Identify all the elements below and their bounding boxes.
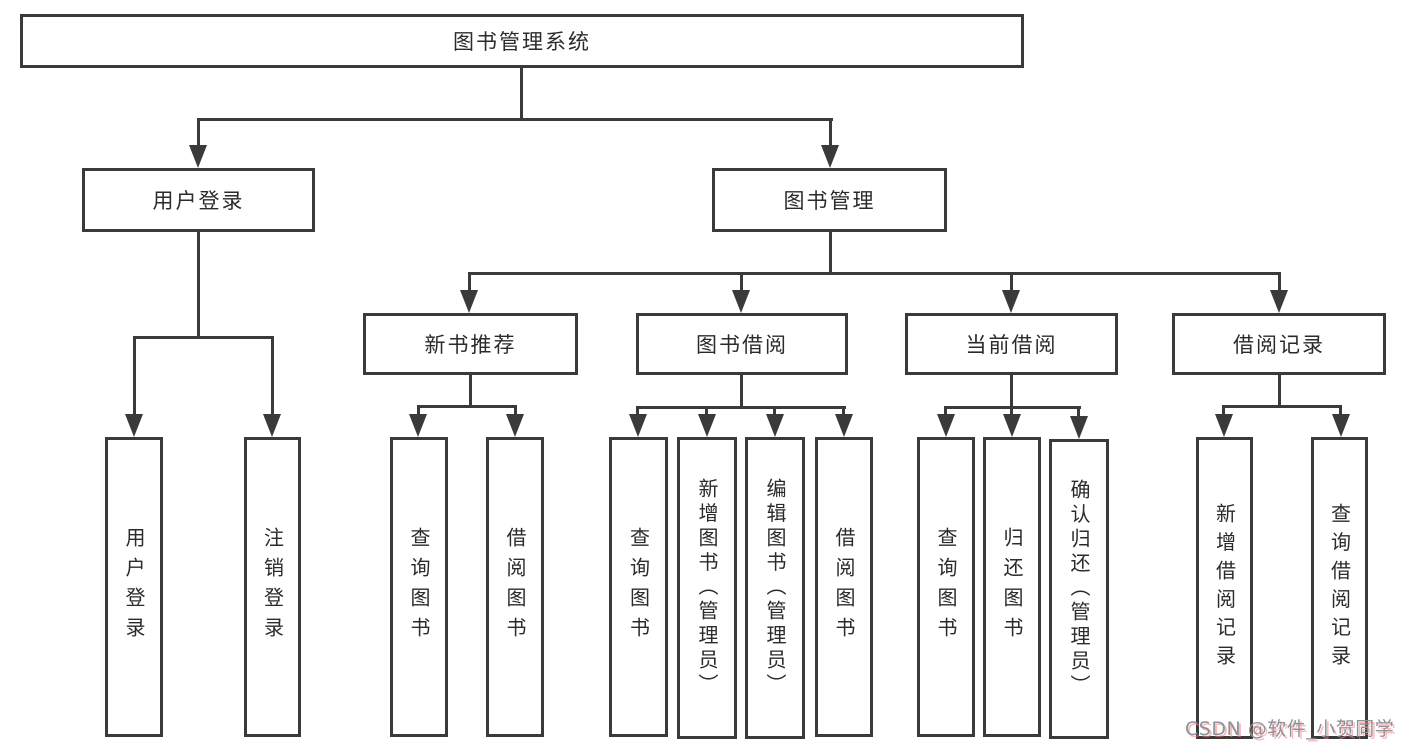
node-label: 查询图书 <box>407 527 431 647</box>
connector-line <box>271 336 274 418</box>
node-label: 借阅图书 <box>832 527 856 647</box>
arrowhead-icon <box>766 414 784 437</box>
connector-line <box>197 118 200 150</box>
node-label: 查询图书 <box>626 527 651 647</box>
arrowhead-icon <box>732 290 750 313</box>
connector-line <box>1077 406 1080 419</box>
node-return-books: 归还图书 <box>983 437 1041 737</box>
arrowhead-icon <box>263 414 281 437</box>
connector-line <box>829 232 832 275</box>
connector-line <box>705 406 708 419</box>
connector-line <box>469 375 472 407</box>
node-label: 借阅图书 <box>503 527 527 647</box>
arrowhead-icon <box>1215 414 1233 437</box>
node-user-login: 用户登录 <box>82 168 315 232</box>
connector-line <box>636 406 846 409</box>
node-query-books-borrow: 查询图书 <box>609 437 668 737</box>
connector-line <box>944 406 947 419</box>
node-current-borrow: 当前借阅 <box>905 313 1118 375</box>
node-label: 借阅记录 <box>1233 333 1325 357</box>
arrowhead-icon <box>1332 414 1350 437</box>
arrowhead-icon <box>189 145 207 168</box>
node-user-login-leaf: 用户登录 <box>105 437 163 737</box>
node-label: 归还图书 <box>1000 527 1024 647</box>
connector-line <box>1010 406 1013 419</box>
connector-line <box>1222 405 1225 419</box>
node-label: 当前借阅 <box>965 333 1058 357</box>
node-label: 用户登录 <box>122 527 146 647</box>
connector-line <box>468 272 471 294</box>
connector-line <box>197 118 833 121</box>
node-label: 用户登录 <box>152 189 245 213</box>
node-label: 确认归还（管理员） <box>1067 479 1091 699</box>
node-root: 图书管理系统 <box>20 14 1024 68</box>
node-borrow-books-borrow: 借阅图书 <box>815 437 873 737</box>
arrowhead-icon <box>409 414 427 437</box>
arrowhead-icon <box>821 145 839 168</box>
connector-line <box>773 406 776 419</box>
connector-line <box>133 336 136 418</box>
node-label: 新书推荐 <box>424 333 517 357</box>
node-book-borrow: 图书借阅 <box>636 313 848 375</box>
arrowhead-icon <box>835 414 853 437</box>
arrowhead-icon <box>506 414 524 437</box>
arrowhead-icon <box>1070 416 1088 439</box>
connector-line <box>829 118 832 150</box>
node-label: 编辑图书（管理员） <box>763 478 787 698</box>
connector-line <box>514 405 517 419</box>
connector-line <box>636 406 639 419</box>
connector-line <box>740 375 743 408</box>
node-query-books-current: 查询图书 <box>917 437 975 737</box>
arrowhead-icon <box>937 414 955 437</box>
arrowhead-icon <box>698 414 716 437</box>
node-new-book-rec: 新书推荐 <box>363 313 578 375</box>
watermark: CSDN @软件_小贺同学 <box>1185 718 1395 740</box>
node-add-borrow-record: 新增借阅记录 <box>1196 437 1253 739</box>
node-book-mgmt: 图书管理 <box>712 168 947 232</box>
connector-line <box>133 336 274 339</box>
arrowhead-icon <box>629 414 647 437</box>
connector-line <box>1278 375 1281 408</box>
node-query-borrow-record: 查询借阅记录 <box>1311 437 1368 739</box>
connector-line <box>417 405 517 408</box>
node-borrow-books-rec: 借阅图书 <box>486 437 544 737</box>
connector-line <box>1339 405 1342 419</box>
node-query-books-rec: 查询图书 <box>390 437 448 737</box>
connector-line <box>197 232 200 339</box>
connector-line <box>1222 405 1342 408</box>
node-label: 图书管理 <box>783 189 876 213</box>
connector-line <box>520 68 523 120</box>
connector-line <box>1010 375 1013 408</box>
connector-line <box>417 405 420 419</box>
node-label: 图书管理系统 <box>453 30 591 54</box>
node-label: 图书借阅 <box>696 333 788 357</box>
arrowhead-icon <box>1270 290 1288 313</box>
node-confirm-return-admin: 确认归还（管理员） <box>1049 439 1109 739</box>
arrowhead-icon <box>1002 290 1020 313</box>
arrowhead-icon <box>1003 414 1021 437</box>
node-borrow-records: 借阅记录 <box>1172 313 1386 375</box>
arrowhead-icon <box>460 290 478 313</box>
node-label: 新增图书（管理员） <box>695 478 719 698</box>
connector-line <box>1010 272 1013 294</box>
node-label: 新增借阅记录 <box>1212 502 1237 674</box>
connector-line <box>1278 272 1281 294</box>
node-logout-leaf: 注销登录 <box>244 437 301 737</box>
arrowhead-icon <box>125 414 143 437</box>
node-add-books-admin: 新增图书（管理员） <box>677 437 737 739</box>
connector-line <box>842 406 845 419</box>
node-label: 查询借阅记录 <box>1327 502 1352 674</box>
node-label: 注销登录 <box>260 527 285 647</box>
node-edit-books-admin: 编辑图书（管理员） <box>745 437 805 739</box>
connector-line <box>468 272 1281 275</box>
node-label: 查询图书 <box>934 527 958 647</box>
connector-line <box>740 272 743 294</box>
